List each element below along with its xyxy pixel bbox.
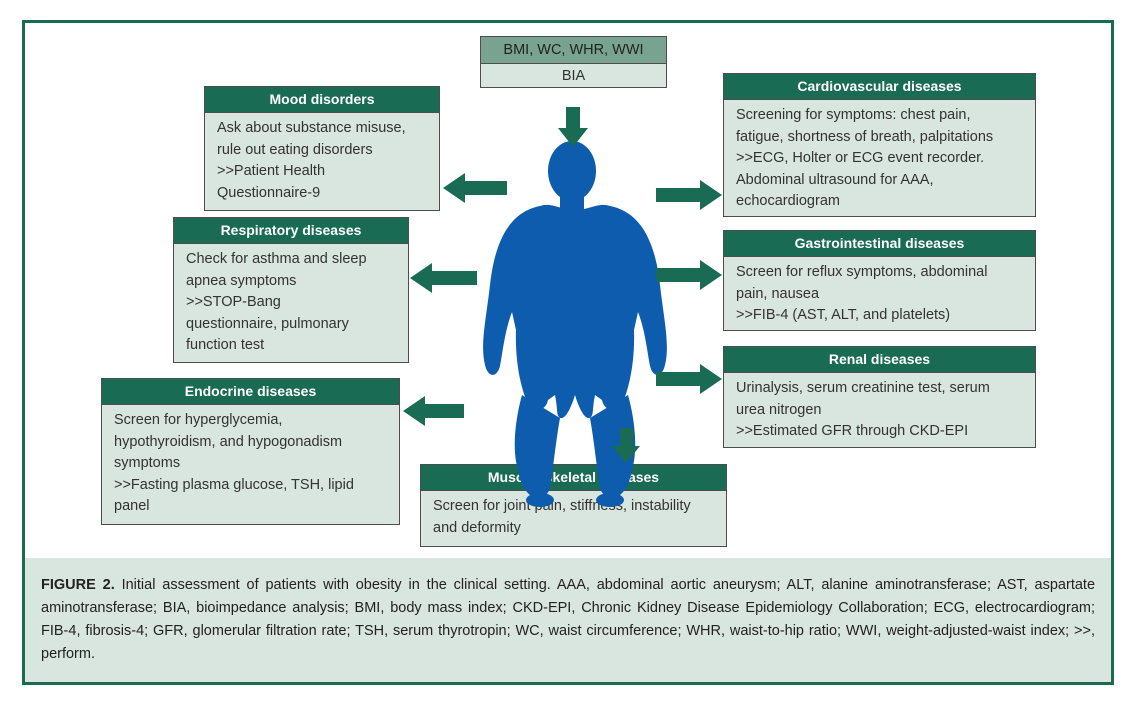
cardiovascular-diseases-box: Cardiovascular diseases Screening for sy… xyxy=(723,73,1036,217)
box-line: >>ECG, Holter or ECG event recorder. xyxy=(736,150,985,166)
arrow-left-respiratory xyxy=(410,263,477,293)
musculoskeletal-diseases-box: Musculoskeletal diseases Screen for join… xyxy=(420,464,727,547)
arrow-right-gastrointestinal xyxy=(656,260,722,290)
box-line: panel xyxy=(114,498,150,514)
box-line: Urinalysis, serum creatinine test, serum xyxy=(736,380,990,396)
box-line: function test xyxy=(186,337,265,353)
box-title: Endocrine diseases xyxy=(102,379,399,405)
arrow-right-cardiovascular xyxy=(656,180,722,210)
gastrointestinal-diseases-box: Gastrointestinal diseases Screen for ref… xyxy=(723,230,1036,331)
arrow-left-mood xyxy=(443,173,507,203)
box-line: urea nitrogen xyxy=(736,401,822,418)
respiratory-diseases-box: Respiratory diseases Check for asthma an… xyxy=(173,217,409,363)
box-line: >>Patient Health xyxy=(217,163,326,179)
caption-text: Initial assessment of patients with obes… xyxy=(41,577,1096,662)
box-line: Check for asthma and sleep xyxy=(186,251,367,267)
arrow-down-top xyxy=(558,107,588,147)
box-line: Screen for joint pain, stiffness, instab… xyxy=(433,498,691,514)
box-line: hypothyroidism, and hypogonadism xyxy=(114,433,343,450)
endocrine-diseases-box: Endocrine diseases Screen for hyperglyce… xyxy=(101,378,400,525)
box-line: questionnaire, pulmonary xyxy=(186,315,349,332)
mood-disorders-box: Mood disorders Ask about substance misus… xyxy=(204,86,440,211)
figure-caption: FIGURE 2. Initial assessment of patients… xyxy=(25,558,1111,682)
anthropometric-measures-box: BMI, WC, WHR, WWI BIA xyxy=(480,36,667,88)
arrows xyxy=(403,107,722,463)
box-title: Mood disorders xyxy=(205,87,439,113)
box-title: Cardiovascular diseases xyxy=(724,74,1035,100)
box-line: >>Fasting plasma glucose, TSH, lipid xyxy=(114,476,354,493)
arrow-left-endocrine xyxy=(403,396,464,426)
box-line: echocardiogram xyxy=(736,193,840,209)
arrow-right-renal xyxy=(656,364,722,394)
box-line: symptoms xyxy=(114,455,181,471)
box-title: Gastrointestinal diseases xyxy=(724,231,1035,257)
arrow-down-musculoskeletal xyxy=(612,428,640,463)
box-line: Ask about substance misuse, xyxy=(217,120,406,136)
box-line: Screening for symptoms: chest pain, xyxy=(736,107,971,123)
box-title: Respiratory diseases xyxy=(174,218,408,244)
box-line: Screen for hyperglycemia, xyxy=(114,412,283,428)
box-line: Questionnaire-9 xyxy=(217,184,321,201)
obese-body-figure xyxy=(483,141,667,507)
box-line: >>FIB-4 (AST, ALT, and platelets) xyxy=(736,307,951,323)
box-line: >>STOP-Bang xyxy=(186,294,281,310)
caption-label: FIGURE 2. xyxy=(41,577,115,593)
box-line: >>Estimated GFR through CKD-EPI xyxy=(736,423,969,439)
box-line: Abdominal ultrasound for AAA, xyxy=(736,171,934,188)
box-line: Screen for reflux symptoms, abdominal xyxy=(736,264,988,280)
box-title: Renal diseases xyxy=(724,347,1035,373)
box-line: apnea symptoms xyxy=(186,272,297,289)
box-line: fatigue, shortness of breath, palpitatio… xyxy=(736,128,994,145)
box-line: pain, nausea xyxy=(736,285,820,302)
renal-diseases-box: Renal diseases Urinalysis, serum creatin… xyxy=(723,346,1036,448)
box-line: rule out eating disorders xyxy=(217,141,373,158)
bioimpedance-label: BIA xyxy=(561,68,586,84)
box-line: and deformity xyxy=(433,519,521,536)
anthropometric-indices: BMI, WC, WHR, WWI xyxy=(481,37,666,64)
